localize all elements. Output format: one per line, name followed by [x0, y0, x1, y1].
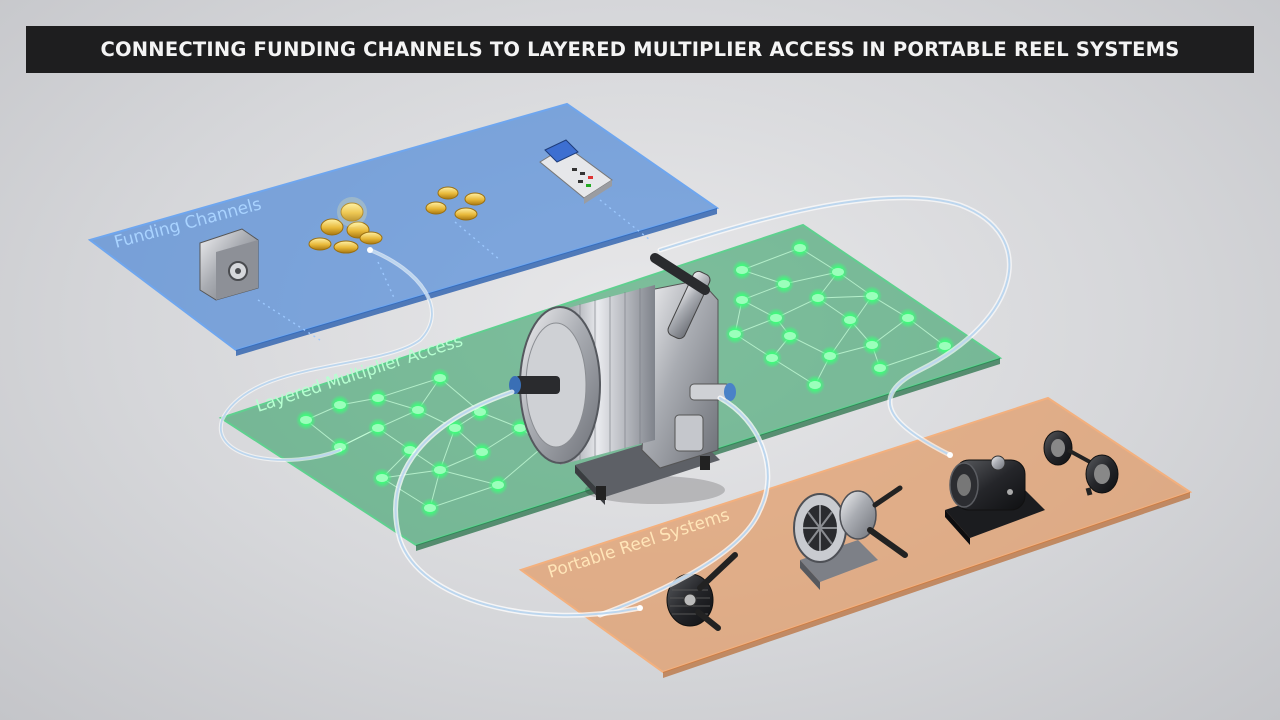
safe-icon	[200, 229, 258, 300]
